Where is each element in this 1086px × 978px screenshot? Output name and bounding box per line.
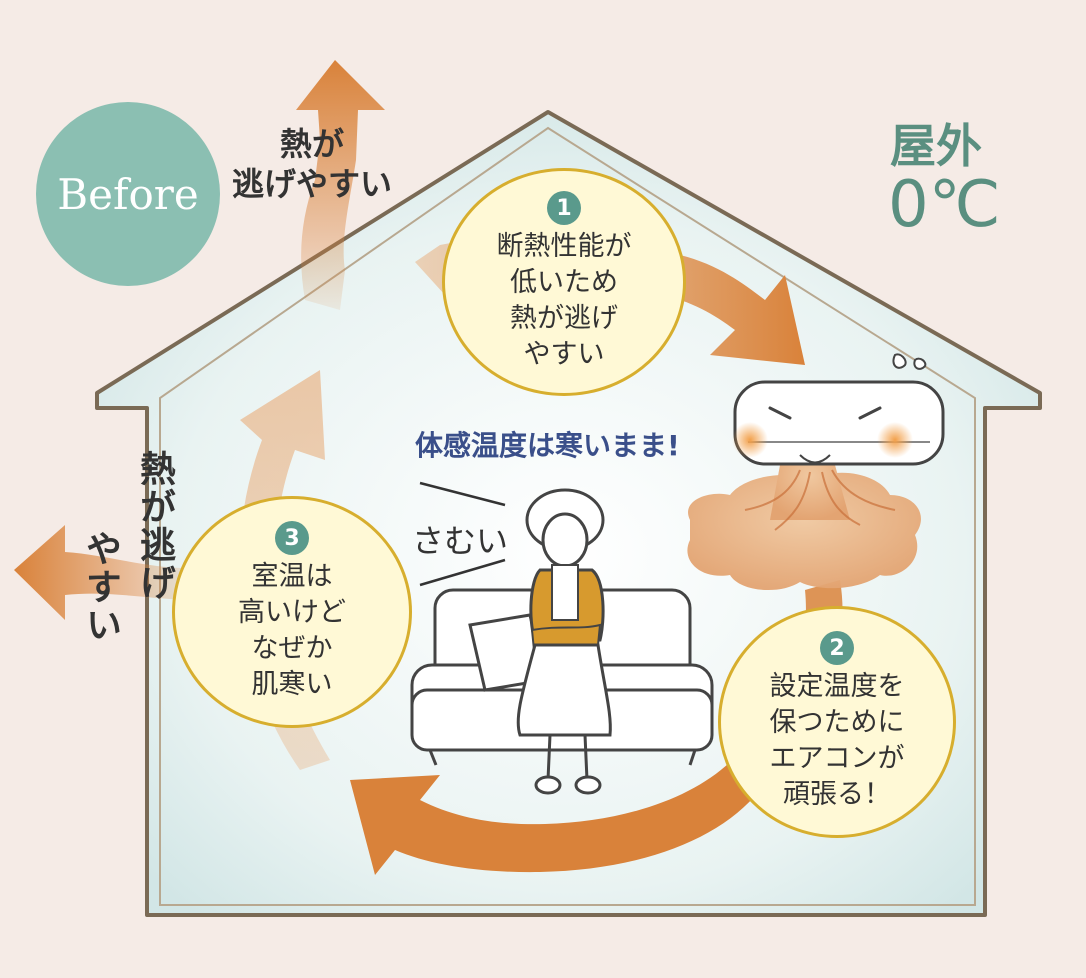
step-3-line-2: 高いけど bbox=[238, 597, 346, 628]
escape-label-top-line1: 熱が bbox=[280, 125, 345, 163]
shiver-lines bbox=[419, 481, 506, 587]
feel-temperature-text: 体感温度は寒いまま! bbox=[415, 429, 680, 462]
step-2-line-2: 保つために bbox=[769, 707, 905, 738]
step-1-line-1: 断熱性能が bbox=[496, 231, 632, 262]
step-circle-3: 3 室温は 高いけど なぜか 肌寒い bbox=[172, 496, 412, 728]
escape-label-top: 熱が 逃げやすい bbox=[232, 124, 392, 204]
step-circle-1: 1 断熱性能が 低いため 熱が逃げ やすい bbox=[442, 168, 686, 396]
before-badge-text: Before bbox=[57, 169, 199, 219]
air-conditioner-icon bbox=[732, 353, 945, 466]
heat-escape-arrow-left bbox=[14, 525, 200, 620]
step-1-line-2: 低いため bbox=[510, 267, 618, 298]
escape-label-top-line2: 逃げやすい bbox=[232, 165, 393, 203]
step-2-line-4: 頑張る！ bbox=[783, 779, 891, 810]
step-3-line-3: なぜか bbox=[251, 633, 333, 664]
escape-label-left-line1: 熱が逃げ bbox=[134, 450, 175, 602]
escape-label-left: 熱が逃げ やすい bbox=[74, 450, 180, 644]
step-1-line-3: 熱が逃げ bbox=[510, 303, 618, 334]
step-2-line-1: 設定温度を bbox=[769, 671, 905, 702]
person-figure bbox=[516, 488, 612, 795]
step-3-line-1: 室温は bbox=[251, 561, 333, 592]
escape-label-left-line2: やすい bbox=[80, 530, 121, 644]
speech-samui: さむい bbox=[412, 522, 509, 560]
step-number-1: 1 bbox=[547, 191, 581, 225]
step-2-line-3: エアコンが bbox=[769, 743, 905, 774]
step-number-3: 3 bbox=[275, 521, 309, 555]
outdoor-temp: 0℃ bbox=[888, 168, 1001, 242]
step-1-line-4: やすい bbox=[523, 339, 605, 370]
step-3-line-4: 肌寒い bbox=[251, 669, 333, 700]
step-circle-2: 2 設定温度を 保つために エアコンが 頑張る！ bbox=[718, 606, 956, 838]
heat-escape-arrow-top bbox=[296, 60, 385, 310]
step-number-2: 2 bbox=[820, 631, 854, 665]
before-badge: Before bbox=[36, 102, 220, 286]
outdoor-label: 屋外 bbox=[890, 119, 982, 173]
